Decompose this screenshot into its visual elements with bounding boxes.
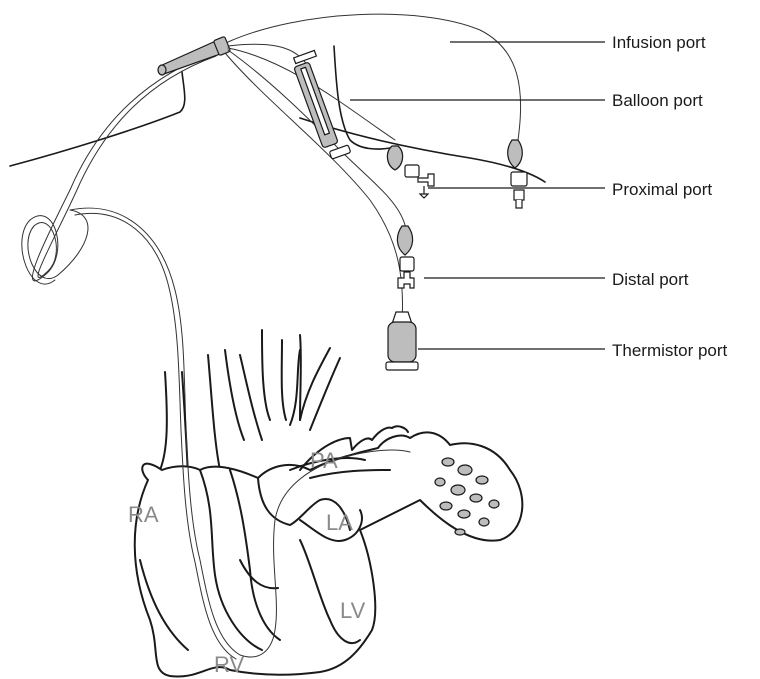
catheter-coil [22, 50, 220, 430]
distal-connector [397, 226, 414, 288]
sheath-line [334, 46, 390, 149]
catheter-lumens [226, 14, 521, 322]
rv-label: RV [214, 652, 244, 677]
ra-label: RA [128, 502, 159, 527]
thermistor-connector [386, 312, 418, 370]
proximal-connector [387, 146, 434, 198]
proximal-port-label: Proximal port [612, 180, 712, 199]
infusion-connector [508, 140, 527, 208]
distal-port-label: Distal port [612, 270, 689, 289]
pa-label: PA [310, 448, 338, 473]
la-label: LA [326, 510, 353, 535]
balloon-syringe [294, 50, 351, 159]
lv-label: LV [340, 598, 366, 623]
infusion-port-label: Infusion port [612, 33, 706, 52]
heart [135, 330, 523, 677]
thermistor-port-label: Thermistor port [612, 341, 728, 360]
catheter-hub [158, 36, 231, 75]
balloon-port-label: Balloon port [612, 91, 703, 110]
